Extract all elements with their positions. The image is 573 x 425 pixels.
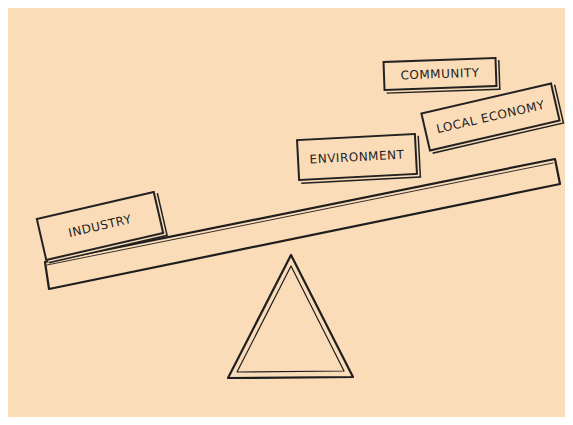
text-box: ENVIRONMENT <box>296 133 418 181</box>
box-label: COMMUNITY <box>400 66 479 83</box>
text-box: INDUSTRY <box>36 191 165 261</box>
box-label: ENVIRONMENT <box>309 148 404 167</box>
fulcrum-triangle <box>228 255 353 378</box>
text-box: COMMUNITY <box>383 57 498 91</box>
text-box: LOCAL ECONOMY <box>420 82 561 151</box>
fulcrum-inner-line <box>237 266 344 372</box>
box-label: LOCAL ECONOMY <box>434 98 545 137</box>
box-label: INDUSTRY <box>67 212 133 240</box>
